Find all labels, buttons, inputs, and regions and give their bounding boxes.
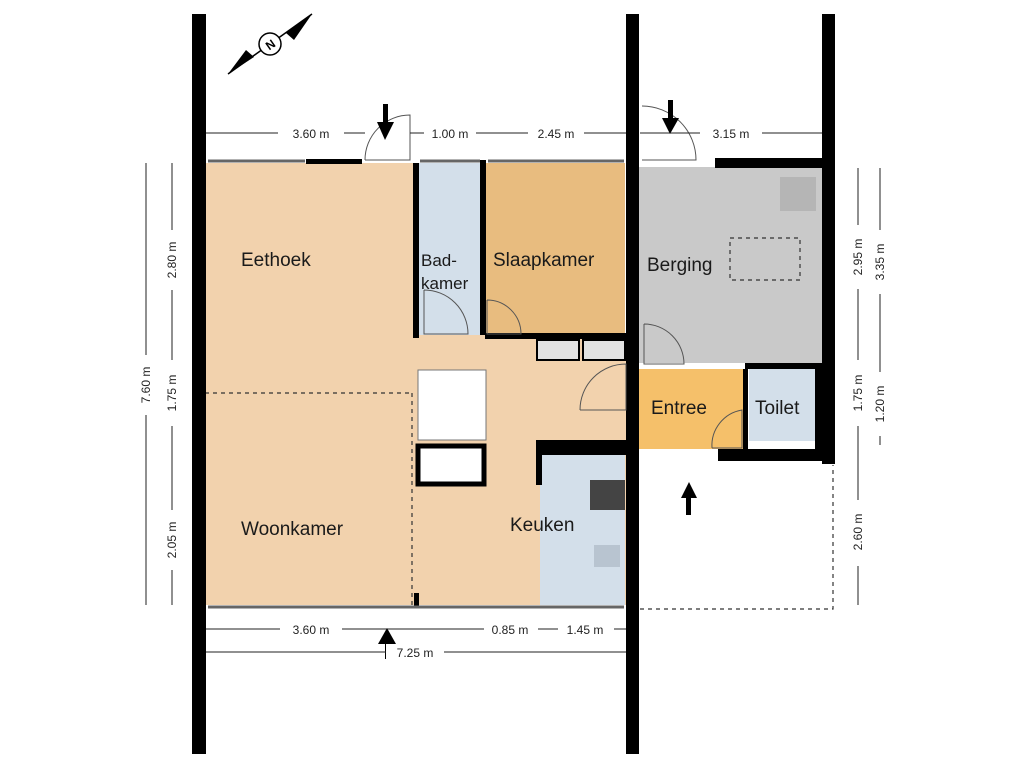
label-keuken: Keuken xyxy=(510,515,574,536)
entry-arrow-top-right-icon xyxy=(662,100,679,134)
door-entree-swing xyxy=(711,409,743,449)
label-woonkamer: Woonkamer xyxy=(241,519,344,540)
wall-entree-right xyxy=(743,369,748,449)
dim-left-middle: 1.75 m xyxy=(165,375,179,412)
dim-left-upper: 2.80 m xyxy=(165,242,179,279)
wall-stub xyxy=(414,593,419,607)
garden-dashed xyxy=(640,465,834,610)
door-slaap-swing xyxy=(486,299,522,335)
wall-bad-left xyxy=(413,163,419,338)
compass-icon: N xyxy=(227,13,313,75)
dim-top xyxy=(206,124,822,140)
dim-right-lines xyxy=(850,168,888,605)
wall-slaap-bottom xyxy=(485,333,626,339)
berging-dashed-box xyxy=(729,237,801,281)
dim-bottom-total: 7.25 m xyxy=(397,646,434,660)
dim-bottom-woon: 3.60 m xyxy=(293,623,330,637)
label-toilet: Toilet xyxy=(755,398,800,419)
label-eethoek: Eethoek xyxy=(241,250,311,271)
dim-left-lines xyxy=(138,163,180,605)
stair-opening xyxy=(415,443,487,487)
entry-arrow-bottom-icon xyxy=(681,482,697,515)
wall-left xyxy=(192,14,206,754)
dim-right-outer-lower: 1.20 m xyxy=(873,386,887,423)
dim-bottom-keuken: 1.45 m xyxy=(567,623,604,637)
dim-right-inner-upper: 2.95 m xyxy=(851,239,865,276)
dim-left-total: 7.60 m xyxy=(139,367,153,404)
dim-top-eethoek: 3.60 m xyxy=(293,127,330,141)
berging-box xyxy=(780,177,816,211)
label-badkamer-2: kamer xyxy=(421,274,469,293)
dim-bottom-lines xyxy=(206,620,626,660)
dim-top-bad: 1.00 m xyxy=(432,127,469,141)
wall-berging-bottom xyxy=(745,363,825,369)
closet-2 xyxy=(582,339,626,361)
wall-keuken-left xyxy=(536,455,542,485)
entry-arrow-top-left-icon xyxy=(377,104,394,140)
wall-toilet-right xyxy=(815,369,823,461)
keuken-sink xyxy=(594,545,620,567)
dim-bottom-mid: 0.85 m xyxy=(492,623,529,637)
slaapkamer-floor xyxy=(485,163,625,335)
wall-right xyxy=(822,14,835,464)
door-hall-swing xyxy=(579,363,627,411)
wall-middle xyxy=(626,14,639,754)
dim-right-inner-middle: 1.75 m xyxy=(851,375,865,412)
entree-floor xyxy=(639,369,745,449)
toilet-floor xyxy=(749,369,815,441)
label-entree: Entree xyxy=(651,398,707,419)
label-slaapkamer: Slaapkamer xyxy=(493,250,595,271)
badkamer-floor xyxy=(419,163,481,335)
dim-left-lower: 2.05 m xyxy=(165,522,179,559)
door-berging-inner-swing xyxy=(643,323,685,365)
dim-top-slaap: 2.45 m xyxy=(538,127,575,141)
dim-right-inner-lower: 2.60 m xyxy=(851,514,865,551)
label-badkamer-1: Bad- xyxy=(421,251,457,270)
door-berging-swing xyxy=(641,105,697,161)
stair xyxy=(417,369,487,441)
label-berging: Berging xyxy=(647,255,713,276)
wall-toilet-bottom xyxy=(718,449,835,461)
wall-keuken-top xyxy=(536,440,626,455)
wall-berging-top xyxy=(715,158,830,168)
dim-right-outer-upper: 3.35 m xyxy=(873,244,887,281)
door-bad-swing xyxy=(423,289,469,335)
wall-eethoek-top xyxy=(306,159,362,164)
wall-bad-right xyxy=(480,160,486,335)
dim-top-berging: 3.15 m xyxy=(713,127,750,141)
closet-1 xyxy=(536,339,580,361)
eethoek-woonkamer-floor xyxy=(205,163,415,605)
keuken-appliance xyxy=(590,480,625,510)
